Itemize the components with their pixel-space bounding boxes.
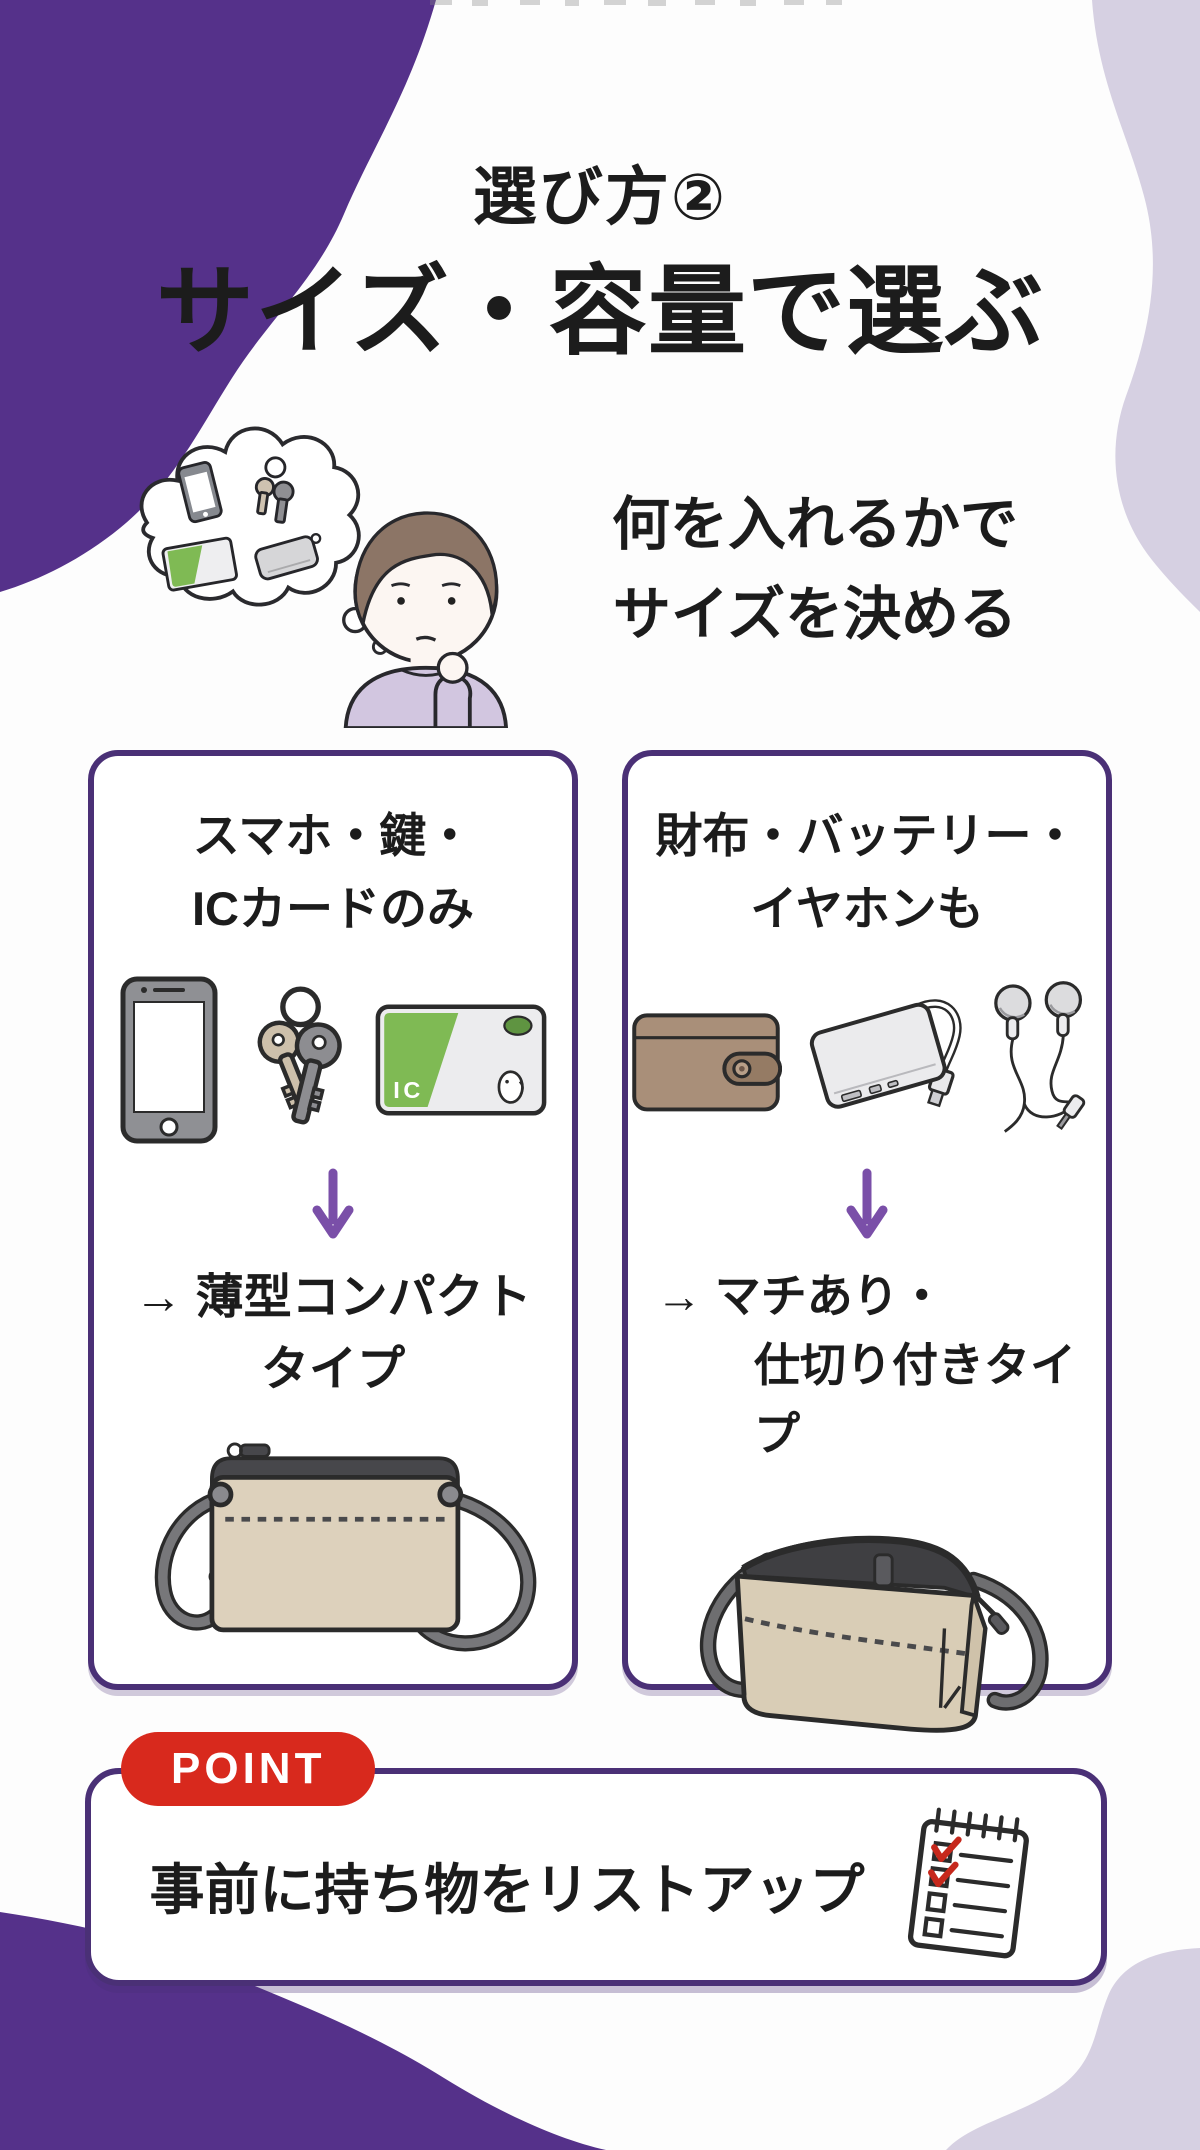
keys-icon xyxy=(257,986,342,1125)
card-left-result-line1: → 薄型コンパクト xyxy=(134,1270,532,1324)
power-bank-icon xyxy=(809,998,962,1109)
card-left-result-line2: タイプ xyxy=(260,1342,405,1396)
card-right-result-line2: 仕切り付きタイプ xyxy=(754,1338,1076,1460)
card-right-result-line1: → マチあり・ xyxy=(656,1269,945,1322)
bubble-keys-icon xyxy=(254,456,295,524)
point-text: 事前に持ち物をリストアップ xyxy=(149,1859,865,1921)
blob-top-left xyxy=(0,0,436,592)
thinking-person-illustration xyxy=(139,426,509,728)
card-left-heading-line2: ICカードのみ xyxy=(192,881,474,935)
down-arrow-icon xyxy=(846,1168,888,1239)
flat-bag-illustration xyxy=(94,1420,572,1677)
bubble-smartphone-icon xyxy=(177,461,223,524)
card-left-heading: スマホ・鍵・ ICカードのみ xyxy=(94,800,572,946)
intro-line1: 何を入れるかで xyxy=(611,492,1018,557)
card-right-arrow xyxy=(628,1168,1106,1252)
intro-text: 何を入れるかで サイズを決める xyxy=(575,480,1055,660)
gusseted-bag-illustration xyxy=(628,1483,1106,1744)
page-title: サイズ・容量で選ぶ xyxy=(155,256,1045,366)
page-subtitle: 選び方② xyxy=(472,161,728,233)
card-left-arrow xyxy=(94,1168,572,1252)
point-box: POINT 事前に持ち物をリストアップ xyxy=(85,1732,1107,1988)
bubble-ic-card-icon xyxy=(161,536,238,592)
card-right-heading: 財布・バッテリー・ イヤホンも xyxy=(628,800,1106,946)
bubble-battery-icon xyxy=(254,533,322,581)
ic-card-icon: IC xyxy=(375,1004,547,1116)
card-gusseted-type: 財布・バッテリー・ イヤホンも xyxy=(622,750,1112,1733)
smartphone-icon xyxy=(120,976,218,1144)
intro-section: 何を入れるかで サイズを決める xyxy=(0,408,1200,738)
card-left-result: → 薄型コンパクト タイプ xyxy=(94,1262,572,1406)
card-right-heading-line1: 財布・バッテリー・ xyxy=(655,809,1079,862)
ic-card-label: IC xyxy=(393,1077,424,1103)
wallet-icon xyxy=(632,1013,782,1112)
earphones-icon xyxy=(994,980,1086,1133)
blob-top-right xyxy=(1092,0,1200,612)
top-edge-text-remnant xyxy=(430,0,842,6)
person xyxy=(343,511,509,728)
point-badge: POINT xyxy=(121,1732,376,1806)
point-content: 事前に持ち物をリストアップ xyxy=(91,1774,1101,1988)
down-arrow-icon xyxy=(312,1168,354,1239)
card-right-icon-row xyxy=(628,960,1106,1160)
card-left-icon-row: IC xyxy=(94,960,572,1160)
intro-line2: サイズを決める xyxy=(612,581,1018,647)
card-right-result: → マチあり・ 仕切り付きタイプ xyxy=(628,1262,1106,1469)
card-left-heading-line1: スマホ・鍵・ xyxy=(192,809,474,862)
checklist-icon xyxy=(907,1807,1029,1959)
card-compact-type: スマホ・鍵・ ICカードのみ xyxy=(88,750,578,1690)
card-right-heading-line2: イヤホンも xyxy=(750,881,984,935)
blob-bottom-right xyxy=(946,1948,1200,2150)
